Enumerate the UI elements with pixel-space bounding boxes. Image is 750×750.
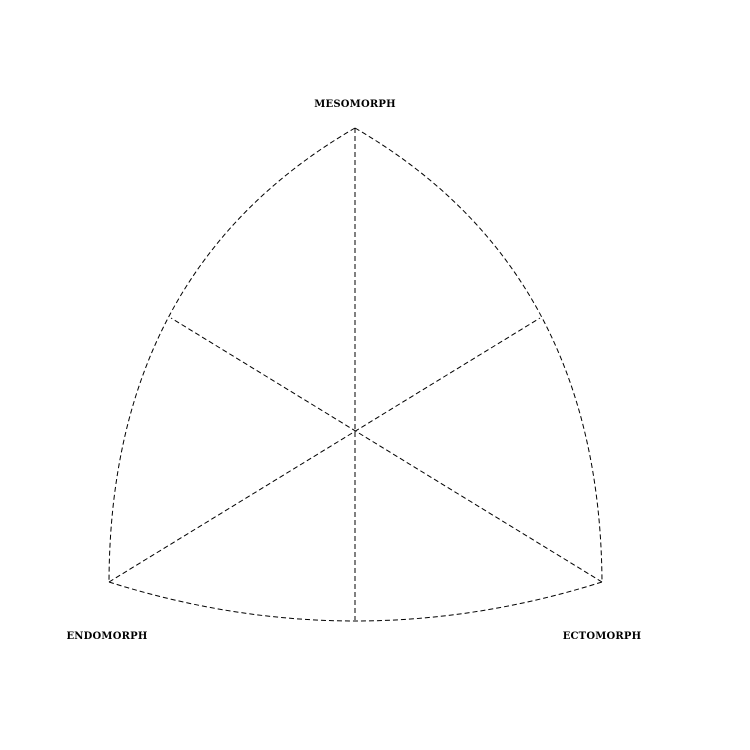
right-arc	[354, 127, 603, 583]
bottom-arc	[108, 581, 603, 622]
endomorph-label: ENDOMORPH	[66, 631, 147, 642]
left-arc	[108, 127, 356, 583]
mesomorph-label: MESOMORPH	[314, 99, 395, 110]
endomorph-to-right-midpoint-axis	[108, 317, 541, 583]
ectomorph-to-left-midpoint-axis	[170, 317, 603, 583]
ectomorph-label: ECTOMORPH	[563, 631, 642, 642]
